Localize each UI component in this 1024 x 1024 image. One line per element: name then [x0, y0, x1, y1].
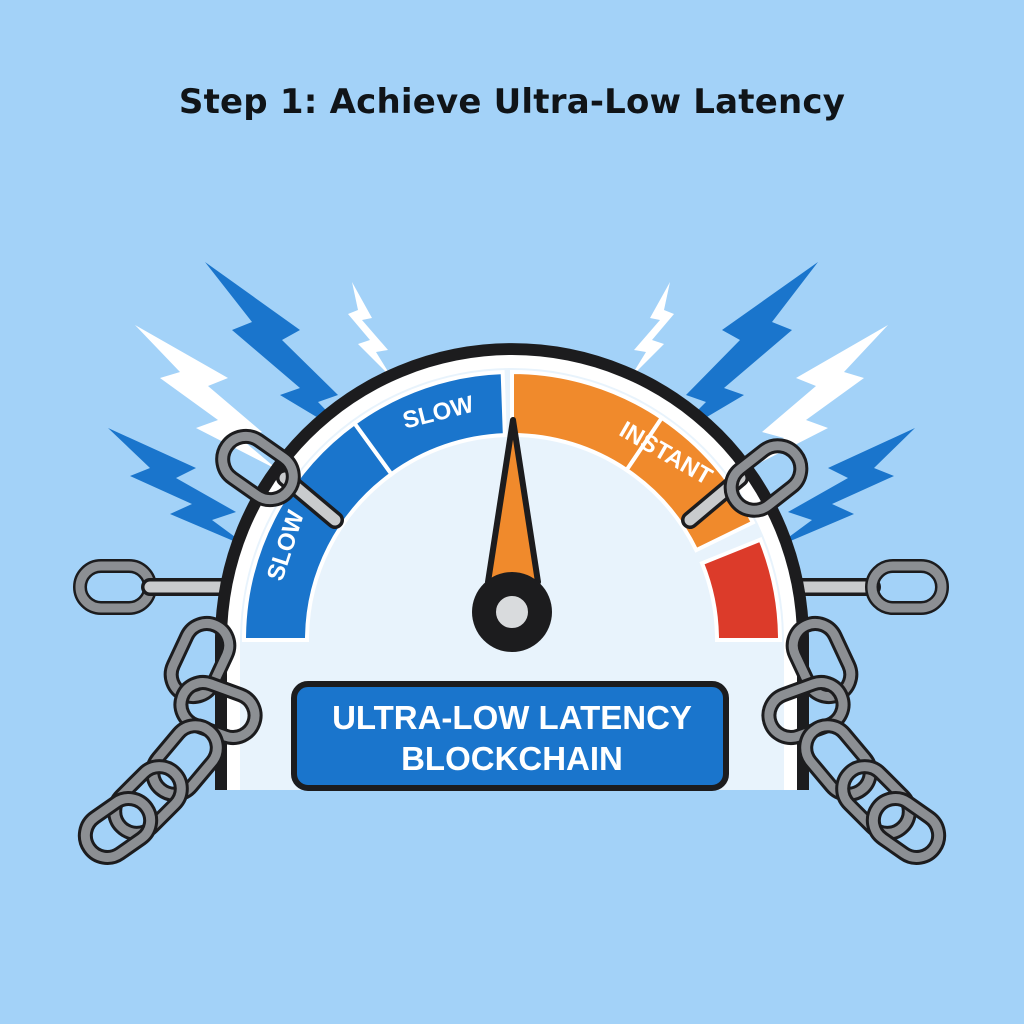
- chain-link-icon: [145, 718, 225, 802]
- segment-slow-top: [351, 370, 507, 477]
- page-title: Step 1: Achieve Ultra-Low Latency: [178, 82, 846, 122]
- chains-front: [77, 428, 947, 865]
- chain-link-icon: [107, 759, 189, 841]
- banner-line-2: BLOCKCHAIN: [401, 740, 623, 777]
- segment-instant: [623, 415, 756, 553]
- segment-max: [699, 537, 783, 642]
- chain-link-icon: [215, 428, 301, 508]
- chain-link-icon: [77, 791, 159, 865]
- lightning-bolts: [108, 262, 915, 548]
- chain-link-icon: [798, 718, 878, 802]
- lightning-bolt-icon: [774, 428, 915, 548]
- lightning-bolt-icon: [348, 282, 392, 378]
- chain-left-horizontal: [73, 559, 239, 615]
- chain-link-icon: [723, 438, 809, 518]
- lightning-bolt-icon: [668, 262, 818, 440]
- chain-link-icon: [865, 791, 947, 865]
- lightning-bolt-icon: [630, 282, 674, 378]
- gauge-scale: [241, 369, 783, 642]
- gauge-banner: [291, 681, 729, 791]
- chain-right-horizontal: [781, 559, 949, 615]
- gauge: SLOW SLOW INSTANT ULTRA-LOW LATENCY BLOC…: [215, 343, 809, 791]
- lightning-bolt-icon: [108, 428, 250, 548]
- lightning-bolt-icon: [205, 262, 355, 440]
- banner-line-1: ULTRA-LOW LATENCY: [332, 699, 692, 736]
- lightning-bolt-icon: [746, 325, 888, 470]
